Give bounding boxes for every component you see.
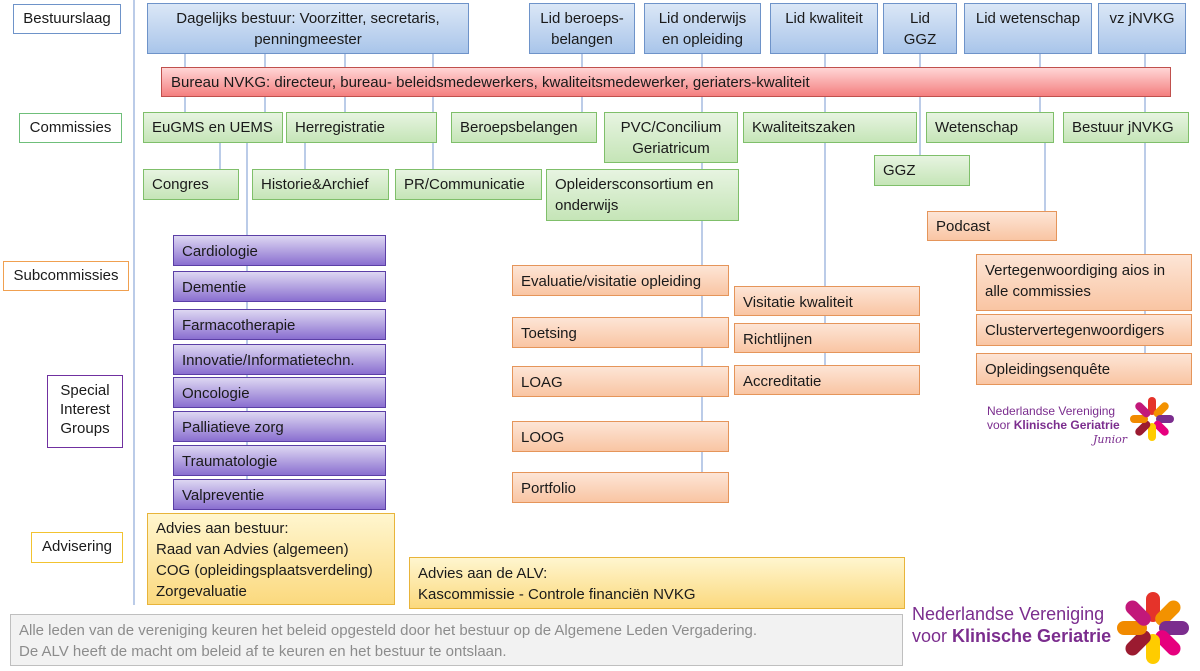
advies-bestuur-title: Advies aan bestuur:	[156, 520, 289, 537]
footer-line-2: De ALV heeft de macht om beleid af te ke…	[19, 643, 507, 660]
node-ggz: GGZ	[874, 155, 970, 186]
nvkg-flower-large-icon	[1117, 592, 1189, 664]
node-clustervertegenwoordigers: Clustervertegenwoordigers	[976, 314, 1192, 346]
junior-logo-tag: Junior	[1093, 433, 1127, 446]
sig-item: Palliatieve zorg	[173, 411, 386, 442]
node-herregistratie: Herregistratie	[286, 112, 437, 143]
node-lid-onderwijs: Lid onderwijs en opleiding	[644, 3, 761, 54]
footer-alv-note: Alle leden van de vereniging keuren het …	[10, 614, 903, 666]
level-label-advisering: Advisering	[31, 532, 123, 563]
node-historie-archief: Historie&Archief	[252, 169, 389, 200]
node-pvc-concilium: PVC/Concilium Geriatricum	[604, 112, 738, 163]
sub-onderwijs-item: LOOG	[512, 421, 729, 452]
junior-logo-line2: voor Klinische Geriatrie	[987, 418, 1120, 432]
node-bestuur-jnvkg: Bestuur jNVKG	[1063, 112, 1189, 143]
level-label-sig: Special Interest Groups	[47, 375, 123, 448]
sig-item: Innovatie/Informatietechn.	[173, 344, 386, 375]
node-kwaliteitszaken: Kwaliteitszaken	[743, 112, 917, 143]
sub-kwaliteit-item: Visitatie kwaliteit	[734, 286, 920, 316]
sub-onderwijs-item: Evaluatie/visitatie opleiding	[512, 265, 729, 296]
nvkg-junior-logo: Nederlandse Vereniging voor Klinische Ge…	[985, 397, 1195, 448]
node-eugms-uems: EuGMS en UEMS	[143, 112, 283, 143]
level-label-bestuurslaag: Bestuurslaag	[13, 4, 121, 34]
sig-item: Cardiologie	[173, 235, 386, 266]
node-vertegenwoordiging-aios: Vertegenwoordiging aios in alle commissi…	[976, 254, 1192, 311]
sub-onderwijs-item: LOAG	[512, 366, 729, 397]
sig-item: Oncologie	[173, 377, 386, 408]
logo-line2: voor Klinische Geriatrie	[912, 626, 1112, 646]
node-lid-kwaliteit: Lid kwaliteit	[770, 3, 878, 54]
node-wetenschap: Wetenschap	[926, 112, 1054, 143]
advies-alv-title: Advies aan de ALV:	[418, 565, 548, 582]
advies-bestuur-line: Zorgevaluatie	[156, 583, 247, 600]
junior-logo-line1: Nederlandse Vereniging	[987, 404, 1116, 418]
node-podcast: Podcast	[927, 211, 1057, 241]
sig-item: Dementie	[173, 271, 386, 302]
node-pr-communicatie: PR/Communicatie	[395, 169, 542, 200]
nvkg-logo: Nederlandse Vereniging voor Klinische Ge…	[908, 588, 1198, 668]
node-bureau-nvkg: Bureau NVKG: directeur, bureau- beleidsm…	[161, 67, 1171, 97]
node-lid-beroepsbelangen: Lid beroeps-belangen	[529, 3, 635, 54]
node-opleidersconsortium: Opleidersconsortium en onderwijs	[546, 169, 739, 221]
sig-item: Valpreventie	[173, 479, 386, 510]
advies-alv-line: Kascommissie - Controle financiën NVKG	[418, 586, 696, 603]
sig-item: Farmacotherapie	[173, 309, 386, 340]
sub-onderwijs-item: Toetsing	[512, 317, 729, 348]
node-advies-bestuur: Advies aan bestuur: Raad van Advies (alg…	[147, 513, 395, 605]
sub-kwaliteit-item: Richtlijnen	[734, 323, 920, 353]
node-congres: Congres	[143, 169, 239, 200]
node-advies-alv: Advies aan de ALV: Kascommissie - Contro…	[409, 557, 905, 609]
level-label-commissies: Commissies	[19, 113, 122, 143]
advies-bestuur-line: Raad van Advies (algemeen)	[156, 541, 349, 558]
node-lid-ggz: Lid GGZ	[883, 3, 957, 54]
node-lid-wetenschap: Lid wetenschap	[964, 3, 1092, 54]
footer-line-1: Alle leden van de vereniging keuren het …	[19, 622, 758, 639]
node-dagelijks-bestuur: Dagelijks bestuur: Voorzitter, secretari…	[147, 3, 469, 54]
level-label-subcommissies: Subcommissies	[3, 261, 129, 291]
sub-onderwijs-item: Portfolio	[512, 472, 729, 503]
logo-line1: Nederlandse Vereniging	[912, 604, 1105, 624]
sig-item: Traumatologie	[173, 445, 386, 476]
nvkg-flower-icon	[1130, 397, 1174, 441]
node-vz-jnvkg: vz jNVKG	[1098, 3, 1186, 54]
advies-bestuur-line: COG (opleidingsplaatsverdeling)	[156, 562, 373, 579]
node-beroepsbelangen: Beroepsbelangen	[451, 112, 597, 143]
node-opleidingsenquete: Opleidingsenquête	[976, 353, 1192, 385]
sub-kwaliteit-item: Accreditatie	[734, 365, 920, 395]
